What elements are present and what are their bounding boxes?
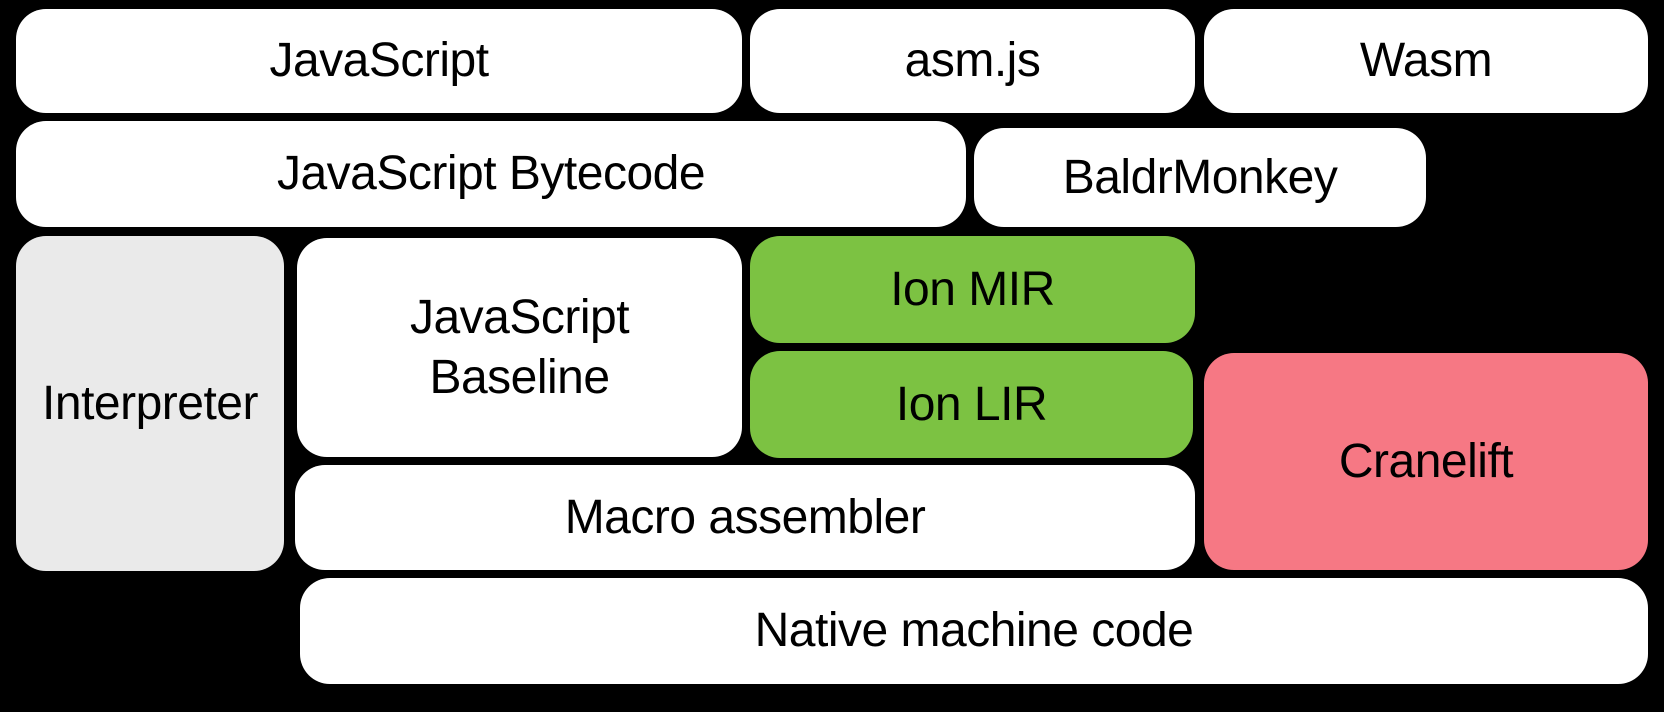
node-asmjs-label: asm.js (904, 34, 1041, 87)
node-baldrmonkey: BaldrMonkey (974, 128, 1426, 227)
node-javascript-baseline-label: JavaScript Baseline (409, 290, 630, 404)
node-wasm: Wasm (1204, 9, 1648, 113)
node-javascript-label: JavaScript (269, 34, 489, 87)
node-ion-mir-label: Ion MIR (890, 262, 1055, 316)
node-interpreter: Interpreter (16, 236, 284, 571)
node-asmjs: asm.js (750, 9, 1195, 113)
node-native-machine-code-label: Native machine code (754, 604, 1194, 657)
node-wasm-label: Wasm (1359, 34, 1493, 87)
node-cranelift: Cranelift (1204, 353, 1648, 570)
node-javascript: JavaScript (16, 9, 742, 113)
node-macro-assembler-label: Macro assembler (564, 490, 926, 544)
node-ion-lir-label: Ion LIR (895, 377, 1048, 431)
node-native-machine-code: Native machine code (300, 578, 1648, 684)
node-ion-mir: Ion MIR (750, 236, 1195, 343)
node-baldrmonkey-label: BaldrMonkey (1062, 150, 1338, 204)
node-javascript-bytecode-label: JavaScript Bytecode (276, 147, 706, 200)
node-cranelift-label: Cranelift (1338, 434, 1514, 488)
node-javascript-baseline: JavaScript Baseline (297, 238, 742, 457)
node-macro-assembler: Macro assembler (295, 465, 1195, 570)
node-javascript-bytecode: JavaScript Bytecode (16, 121, 966, 227)
node-ion-lir: Ion LIR (750, 351, 1193, 458)
node-interpreter-label: Interpreter (42, 376, 258, 430)
